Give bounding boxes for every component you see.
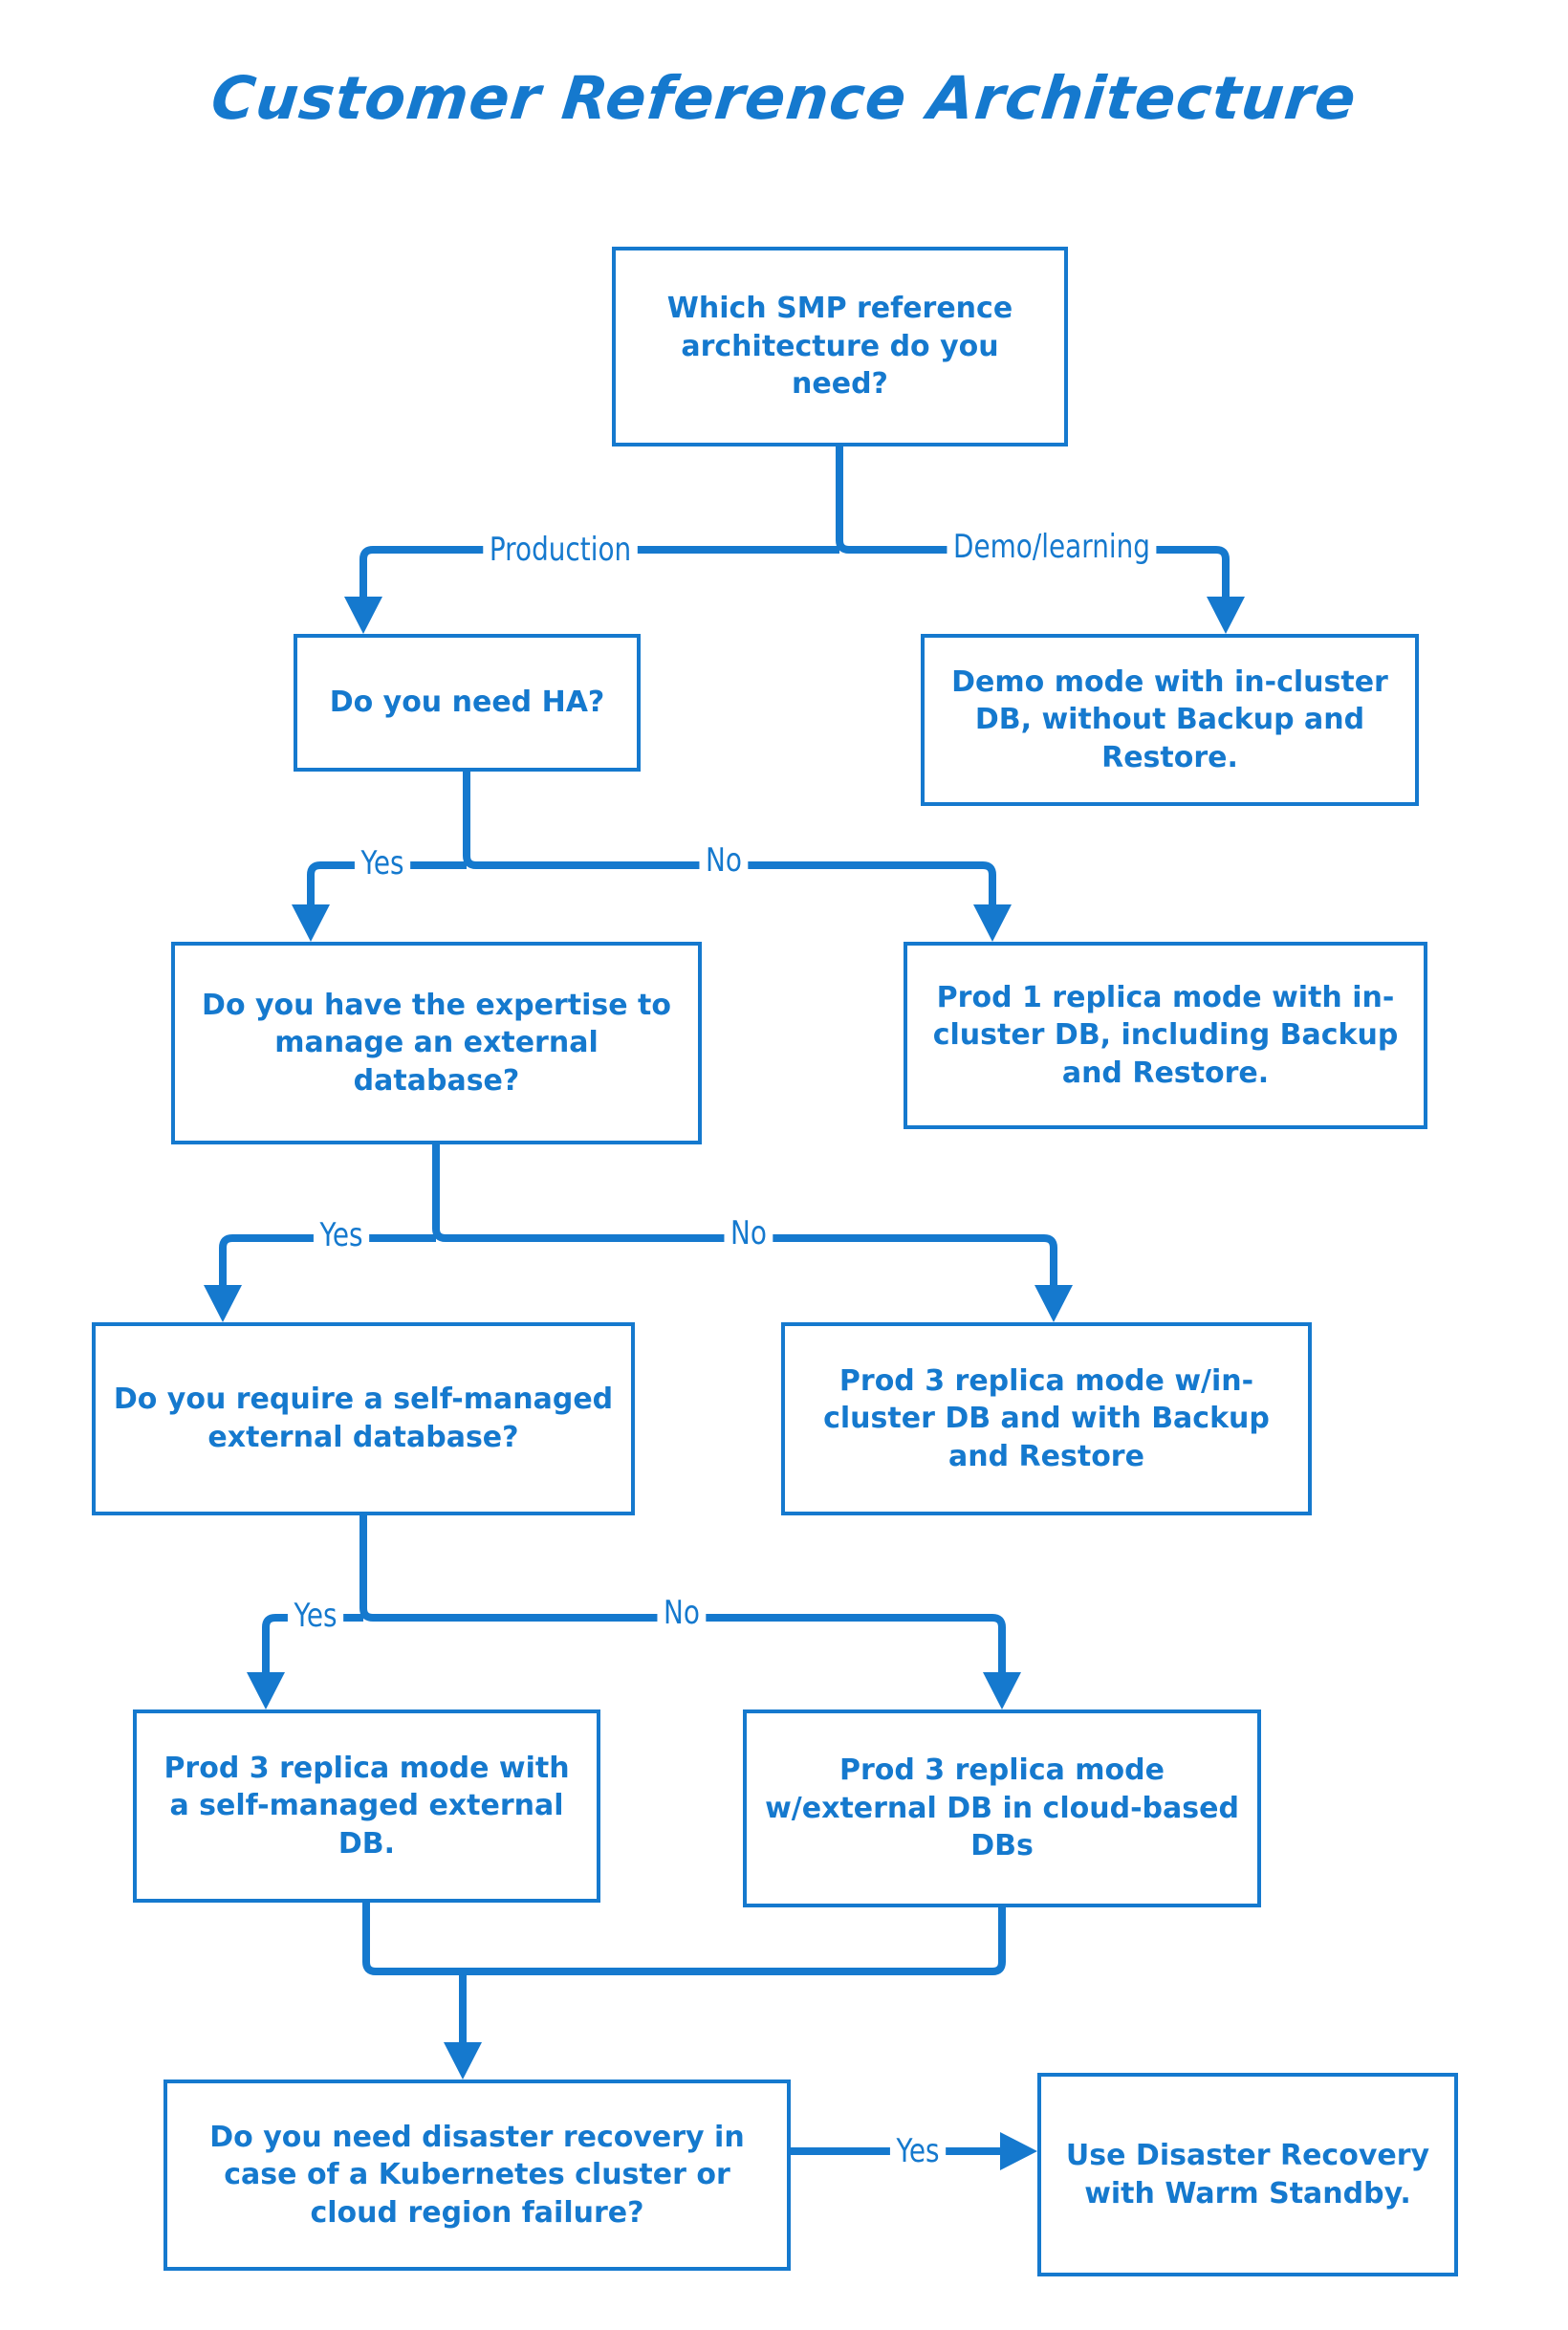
node-text: Demo mode with in-cluster DB, without Ba… [951, 664, 1388, 774]
edge-label-ha-no: No [699, 844, 749, 877]
node-do-you-need-ha[interactable]: Do you need HA? [294, 634, 641, 772]
node-do-you-have-expertise-external-db[interactable]: Do you have the expertise to manage an e… [171, 942, 702, 1144]
arrowhead-to-n2 [344, 597, 382, 634]
node-prod-3-replica-external-db-cloud[interactable]: Prod 3 replica mode w/external DB in clo… [743, 1709, 1261, 1907]
edge-n2-to-yes [307, 861, 467, 910]
edge-label-production: Production [483, 534, 638, 566]
arrowhead-to-n3 [1207, 597, 1245, 634]
edge-n9-merge [463, 1907, 1006, 1975]
node-text: Prod 3 replica mode with a self-managed … [163, 1751, 570, 1861]
edge-label-selfmanaged-no: No [657, 1597, 707, 1629]
node-text: Do you need disaster recovery in case of… [209, 2120, 745, 2230]
edge-label-dr-yes: Yes [889, 2135, 947, 2167]
edge-label-selfmanaged-yes: Yes [287, 1600, 344, 1632]
arrowhead-to-n4 [292, 904, 330, 942]
edge-n8-merge [362, 1903, 463, 1975]
edge-n1-to-production [359, 546, 839, 602]
arrowhead-to-n6 [204, 1285, 242, 1322]
node-do-you-require-self-managed-external-db[interactable]: Do you require a self-managed external d… [92, 1322, 635, 1515]
node-text: Do you need HA? [329, 686, 605, 720]
page-title: Customer Reference Architecture [207, 63, 1361, 133]
node-prod-1-replica-mode[interactable]: Prod 1 replica mode with in-cluster DB, … [904, 942, 1427, 1129]
edge-n4-to-yes [219, 1234, 436, 1289]
edge-label-expertise-yes: Yes [313, 1219, 370, 1252]
node-text: Do you have the expertise to manage an e… [202, 988, 671, 1098]
node-do-you-need-disaster-recovery[interactable]: Do you need disaster recovery in case of… [163, 2080, 791, 2271]
node-use-disaster-recovery-warm-standby[interactable]: Use Disaster Recovery with Warm Standby. [1037, 2073, 1458, 2276]
arrowhead-to-n10 [444, 2042, 482, 2080]
arrowhead-to-n9 [983, 1672, 1021, 1709]
edge-label-expertise-no: No [724, 1217, 773, 1250]
node-prod-3-replica-in-cluster-db[interactable]: Prod 3 replica mode w/in-cluster DB and … [781, 1322, 1312, 1515]
node-text: Use Disaster Recovery with Warm Standby. [1065, 2138, 1430, 2210]
node-text: Which SMP reference architecture do you … [666, 292, 1013, 402]
arrowhead-to-n7 [1034, 1285, 1073, 1322]
edge-label-demo-learning: Demo/learning [947, 531, 1157, 563]
arrowhead-to-n11 [1000, 2132, 1037, 2170]
node-text: Prod 3 replica mode w/in-cluster DB and … [823, 1363, 1270, 1473]
edge-n1-split [836, 446, 1230, 602]
node-text: Prod 3 replica mode w/external DB in clo… [765, 1753, 1239, 1863]
arrowhead-to-n8 [247, 1672, 285, 1709]
node-which-smp-reference-architecture[interactable]: Which SMP reference architecture do you … [612, 247, 1068, 446]
node-demo-mode-in-cluster-db[interactable]: Demo mode with in-cluster DB, without Ba… [921, 634, 1419, 806]
edge-label-ha-yes: Yes [354, 847, 411, 880]
node-text: Do you require a self-managed external d… [113, 1383, 614, 1454]
arrowhead-to-n5 [973, 904, 1012, 942]
edge-n6-to-yes [262, 1614, 363, 1675]
node-prod-3-replica-self-managed-external-db[interactable]: Prod 3 replica mode with a self-managed … [133, 1709, 600, 1903]
node-text: Prod 1 replica mode with in-cluster DB, … [932, 980, 1399, 1090]
